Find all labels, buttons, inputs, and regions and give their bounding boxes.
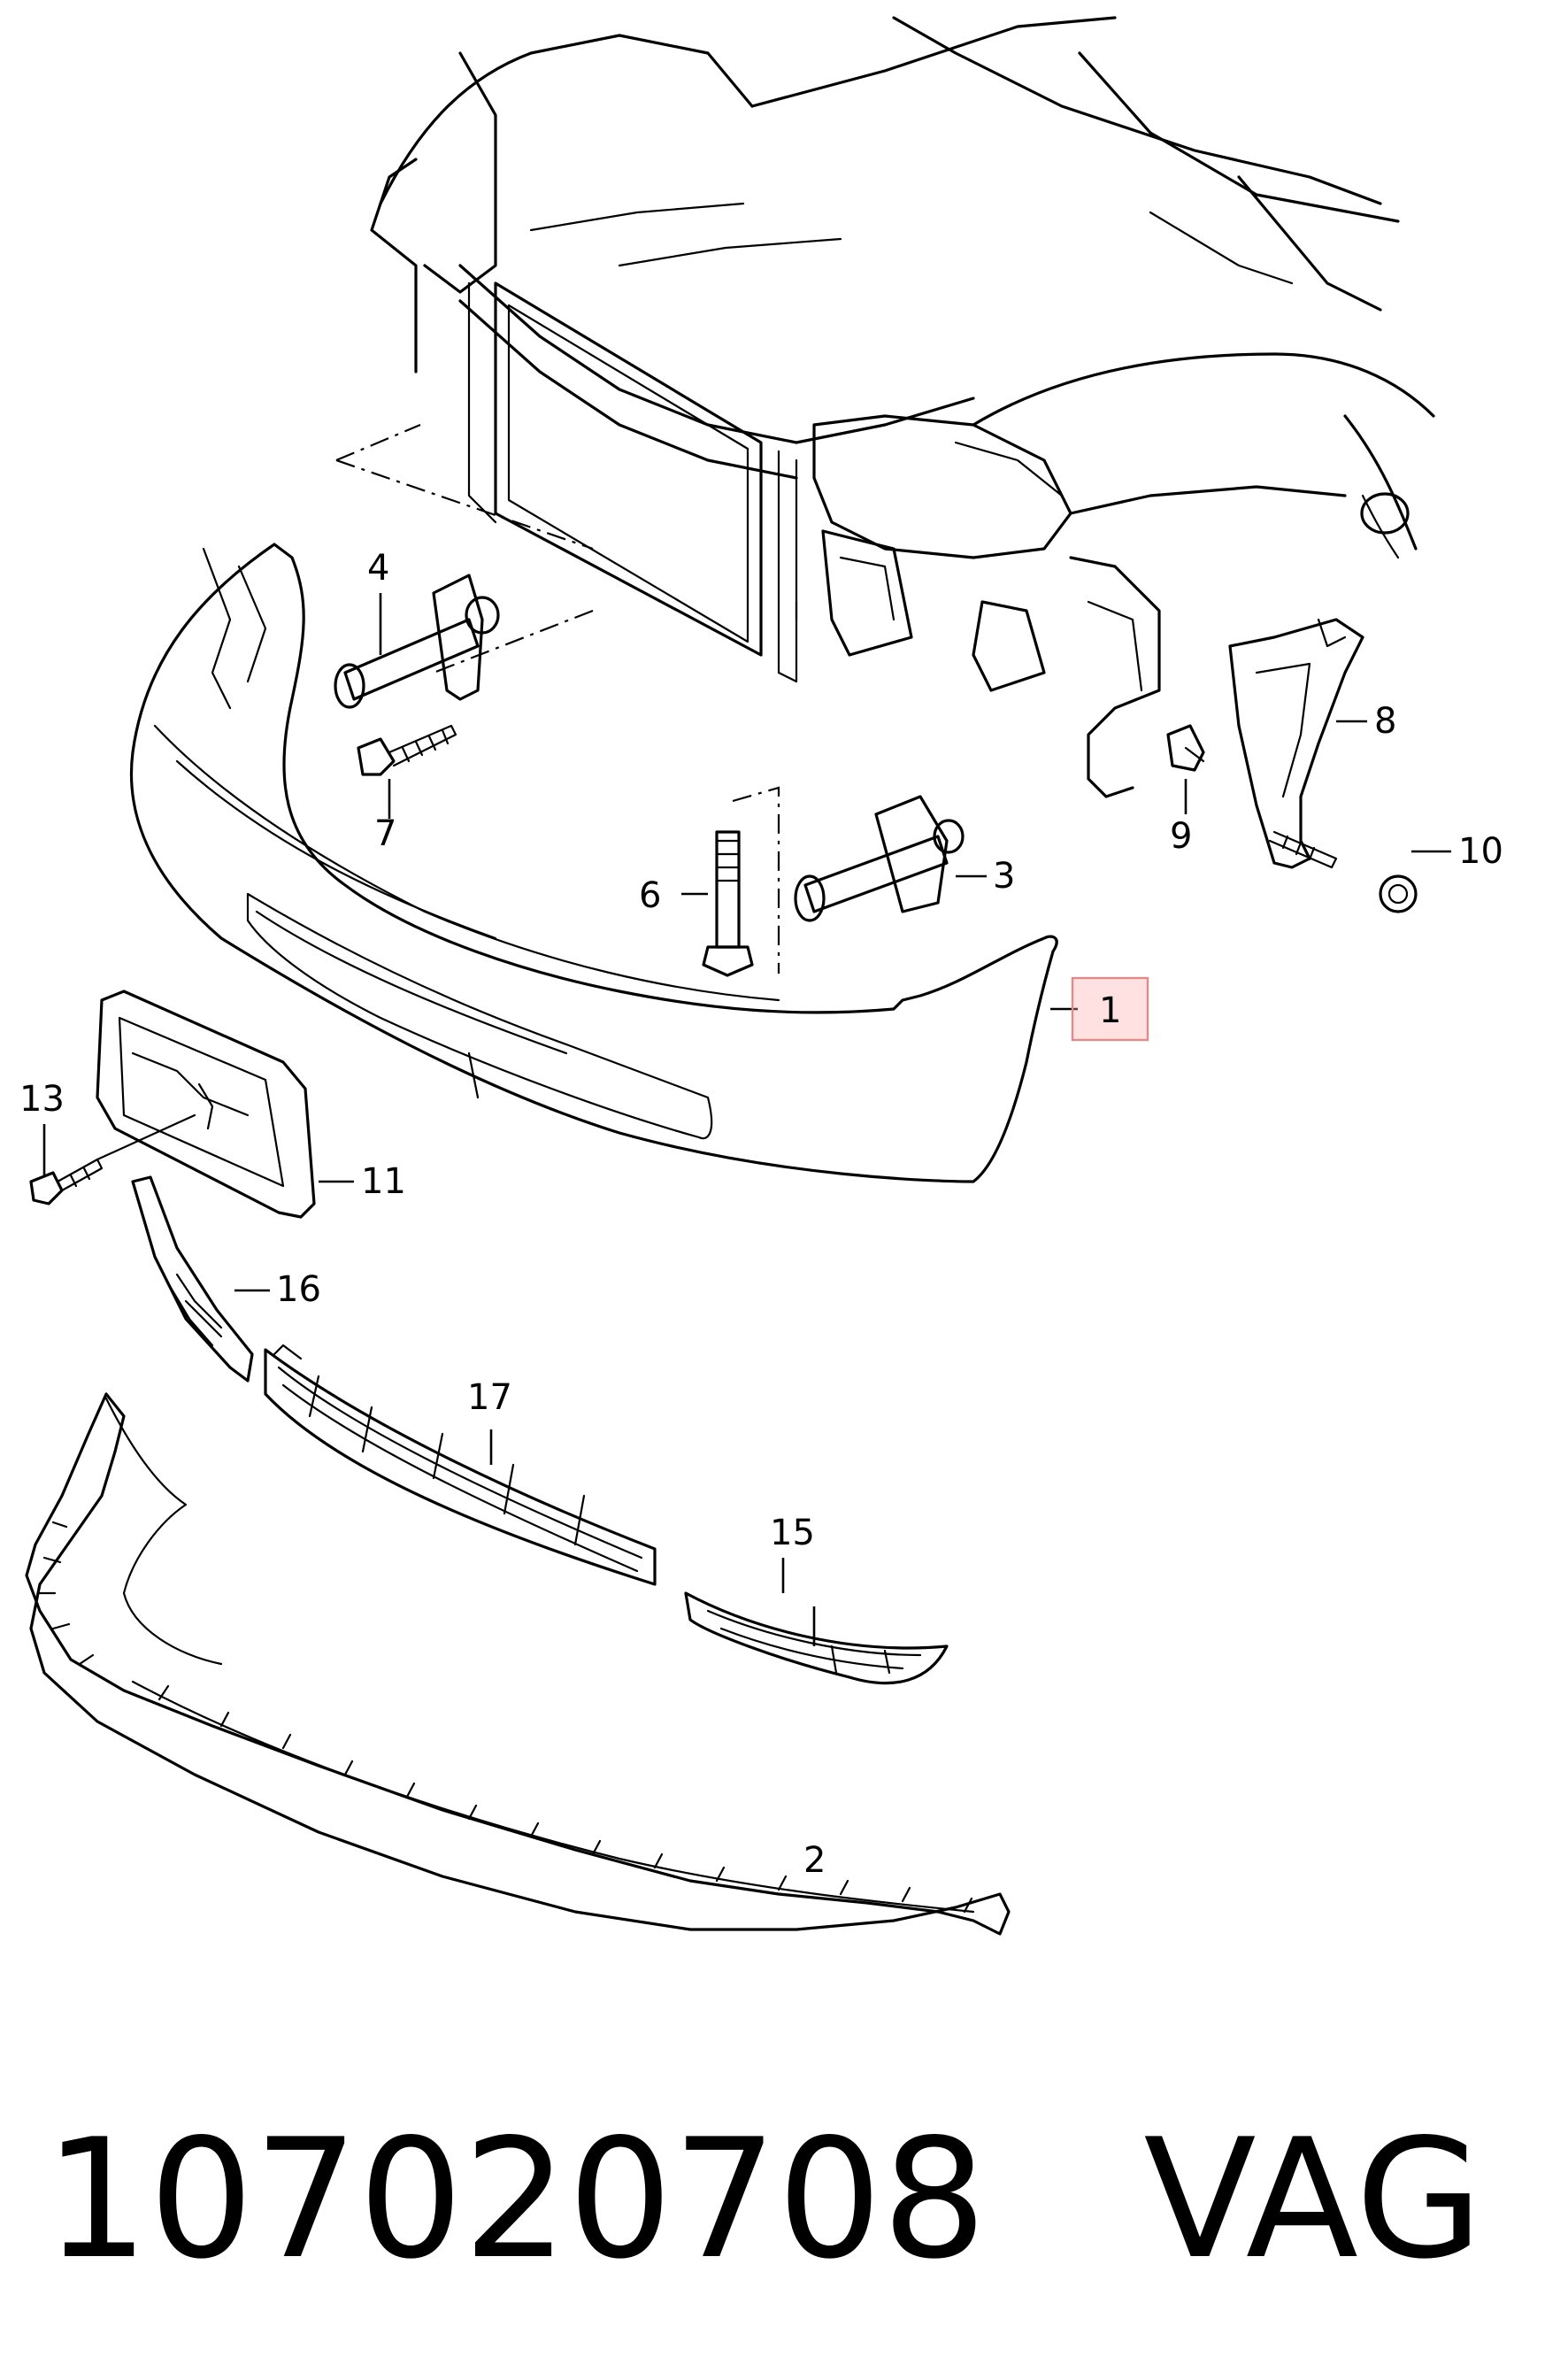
part-number-caption: 107020708 VAG bbox=[44, 2093, 1549, 2306]
callout-11: 11 bbox=[361, 1161, 406, 1202]
side-guide-bracket bbox=[1228, 618, 1364, 869]
callout-2: 2 bbox=[803, 1840, 826, 1881]
callout-7: 7 bbox=[374, 813, 396, 854]
right-grille bbox=[684, 1591, 949, 1685]
centre-grille bbox=[264, 1344, 657, 1586]
callout-4: 4 bbox=[367, 548, 389, 589]
callout-13: 13 bbox=[19, 1079, 65, 1120]
brand-name: VAG bbox=[1143, 2103, 1483, 2295]
callout-9: 9 bbox=[1170, 816, 1192, 857]
clip bbox=[1166, 724, 1205, 772]
hex-bolt bbox=[702, 786, 780, 977]
callout-1: 1 bbox=[1099, 990, 1121, 1031]
callout-1-highlight bbox=[1071, 976, 1149, 1042]
side-grille bbox=[131, 1175, 254, 1383]
bumper-cover bbox=[129, 543, 1058, 1183]
callout-3: 3 bbox=[993, 856, 1015, 897]
self-tapping-screw bbox=[357, 724, 457, 776]
callout-6: 6 bbox=[639, 875, 661, 916]
front-spoiler bbox=[25, 1392, 1011, 1936]
licence-plate-bracket bbox=[96, 990, 316, 1219]
callout-17: 17 bbox=[467, 1377, 512, 1418]
callout-15: 15 bbox=[770, 1513, 815, 1553]
callout-10: 10 bbox=[1458, 831, 1503, 872]
callout-16: 16 bbox=[276, 1269, 321, 1310]
guide-bolt-right bbox=[794, 795, 965, 922]
car-front-body bbox=[335, 16, 1435, 798]
callout-labels: 1 2 3 4 6 7 8 9 10 11 13 15 16 17 bbox=[19, 548, 1503, 1881]
callout-8: 8 bbox=[1374, 701, 1396, 742]
guide-bolt-left bbox=[334, 574, 500, 709]
screw-with-washer bbox=[1268, 830, 1418, 913]
bracket-screw bbox=[29, 1113, 196, 1205]
part-number: 107020708 bbox=[44, 2103, 988, 2295]
leader-lines bbox=[42, 593, 1451, 1646]
